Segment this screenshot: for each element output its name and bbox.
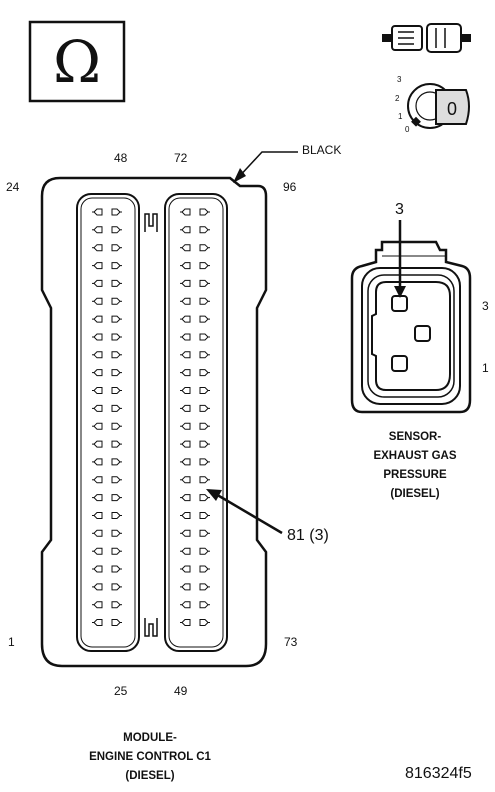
- black-label-arrowhead: [233, 168, 246, 183]
- pin-label-48: 48: [114, 151, 128, 165]
- pin-label-49: 49: [174, 684, 188, 698]
- connector-color-label: BLACK: [302, 143, 342, 157]
- pin-81-callout-label: 81 (3): [287, 527, 329, 544]
- sensor-pin-label-3: 3: [482, 299, 489, 313]
- black-label-leader: [235, 151, 298, 181]
- ohm-symbol: Ω: [53, 28, 101, 96]
- ecm-caption-line-3: (DIESEL): [125, 770, 175, 782]
- sensor-pin-3-arrowhead: [394, 286, 406, 298]
- ecm-right-cavity-inner: [168, 197, 224, 648]
- pin-label-72: 72: [174, 151, 188, 165]
- pin-label-24: 24: [6, 180, 20, 194]
- ignition-pos-0: 0: [405, 125, 410, 134]
- key-position-text: 0: [447, 99, 457, 119]
- pin-label-25: 25: [114, 684, 128, 698]
- sensor-caption: SENSOR- EXHAUST GAS PRESSURE (DIESEL): [350, 428, 480, 504]
- pin-81-callout-line: [213, 491, 283, 535]
- ohmmeter-icon: Ω: [28, 20, 126, 103]
- ecm-caption: MODULE- ENGINE CONTROL C1 (DIESEL): [70, 729, 230, 786]
- ignition-pos-3: 3: [397, 75, 402, 84]
- sensor-pin-label-1: 1: [482, 361, 489, 375]
- ignition-key-icon: 0 3 2 1 0: [395, 75, 470, 134]
- ecm-center-key-top: [144, 213, 158, 232]
- sensor-connector: [350, 240, 472, 414]
- sensor-caption-line-3: PRESSURE: [383, 469, 447, 481]
- ignition-pos-2: 2: [395, 94, 400, 103]
- pin-81-callout-arrowhead: [206, 489, 222, 501]
- ecm-right-cavity: [164, 193, 228, 652]
- ecm-left-cavity-inner: [80, 197, 136, 648]
- ecm-caption-line-2: ENGINE CONTROL C1: [89, 751, 211, 763]
- ecm-left-cavity: [76, 193, 140, 652]
- ecm-caption-line-1: MODULE-: [123, 732, 177, 744]
- pin-label-73: 73: [284, 635, 298, 649]
- pin-label-96: 96: [283, 180, 297, 194]
- sensor-caption-line-1: SENSOR-: [388, 431, 442, 443]
- pin-label-1: 1: [8, 635, 15, 649]
- ignition-pos-1: 1: [398, 112, 403, 121]
- figure-id: 816324f5: [405, 765, 472, 782]
- sensor-caption-line-4: (DIESEL): [390, 488, 440, 500]
- sensor-pin-3-callout-label: 3: [395, 201, 404, 218]
- ecm-connector-body: [40, 176, 268, 668]
- sensor-caption-line-2: EXHAUST GAS: [373, 450, 457, 462]
- ecm-center-key-bottom: [144, 618, 158, 637]
- disconnect-connector-icon: [382, 23, 471, 53]
